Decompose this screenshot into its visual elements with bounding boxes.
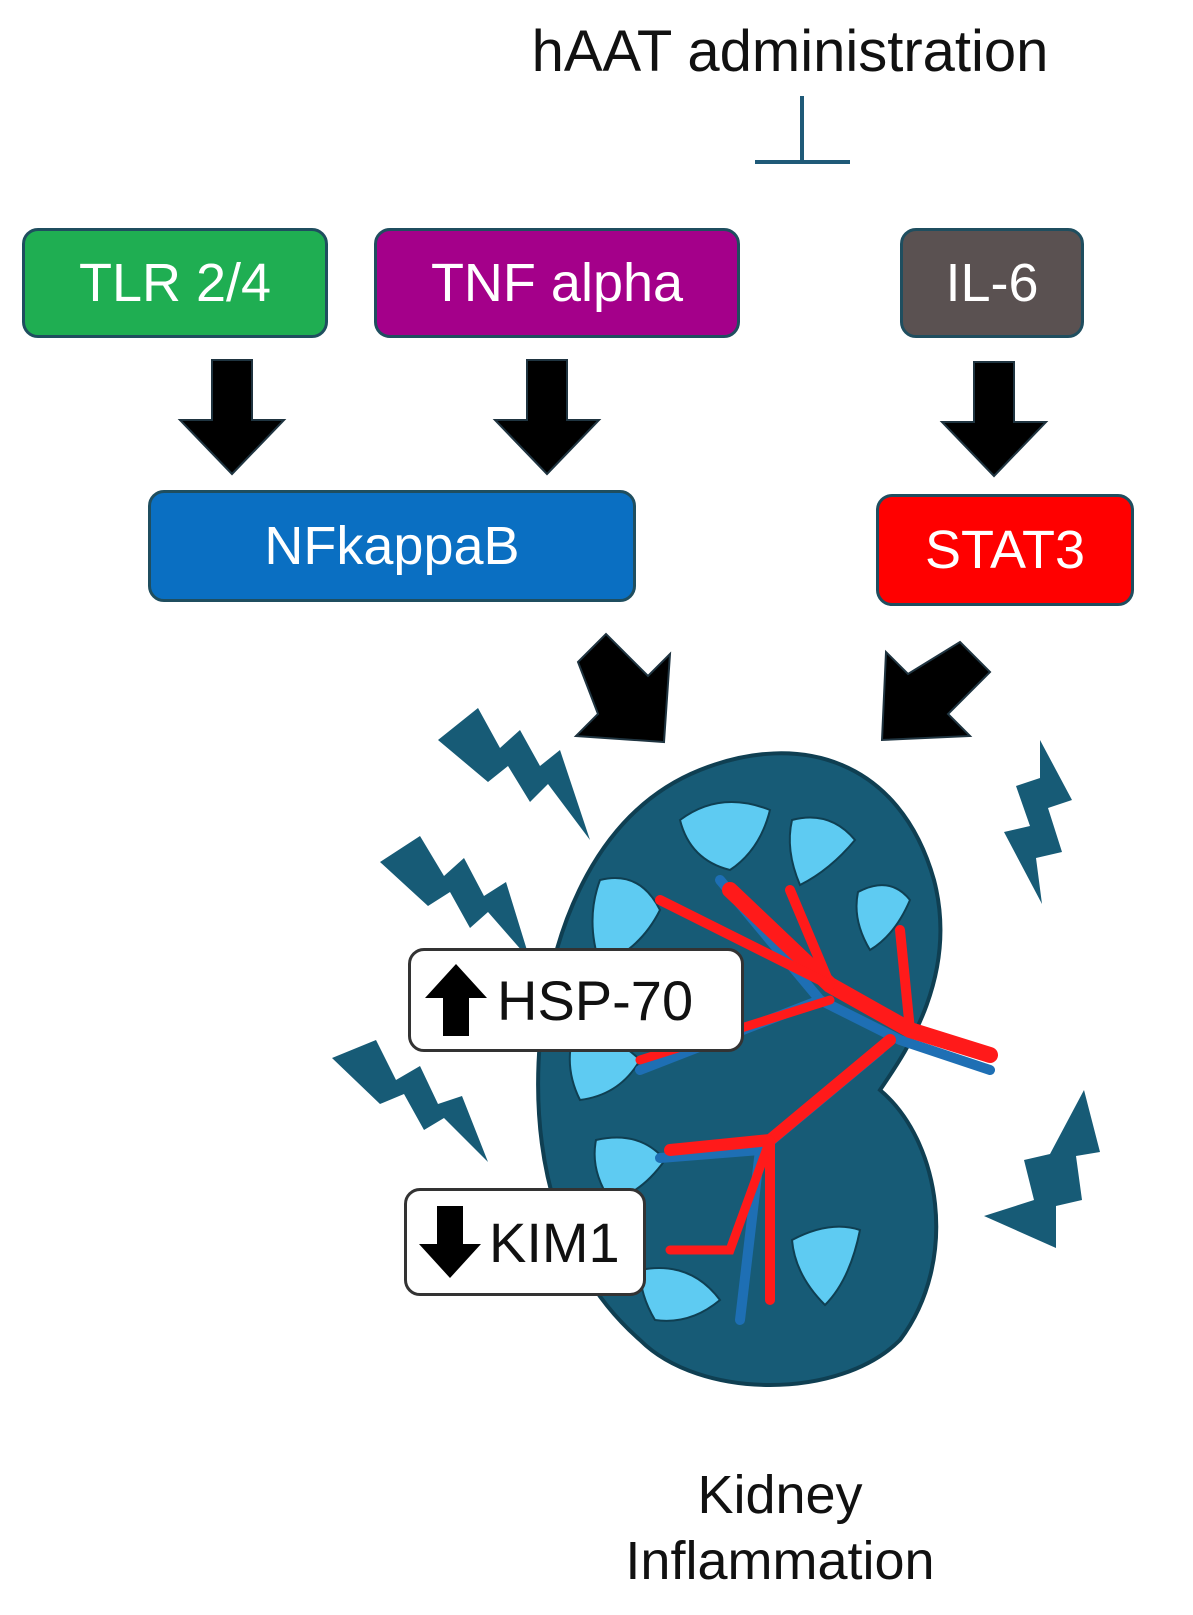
lightning-bolts — [332, 708, 1100, 1248]
kim1-label: KIM1 — [489, 1210, 620, 1274]
tlr-label: TLR 2/4 — [78, 253, 272, 313]
down-arrow-icon — [419, 1206, 481, 1278]
tnf-label: TNF alpha — [430, 253, 684, 313]
lightning-icon — [438, 708, 590, 840]
nfkb-label: NFkappaB — [264, 516, 520, 576]
lightning-icon — [332, 1040, 488, 1162]
lightning-icon — [380, 836, 530, 960]
hAAT-title: hAAT administration — [531, 19, 1049, 84]
kim1-marker: KIM1 — [404, 1188, 646, 1296]
tnf-node: TNF alpha — [374, 228, 740, 338]
hsp70-marker: HSP-70 — [408, 948, 744, 1052]
kidney-caption: Kidney Inflammation — [590, 1462, 970, 1594]
hsp70-label: HSP-70 — [497, 968, 694, 1032]
nfkb-node: NFkappaB — [148, 490, 636, 602]
stat3-node: STAT3 — [876, 494, 1134, 606]
tlr-node: TLR 2/4 — [22, 228, 328, 338]
arrow-nfkb-kidney — [573, 632, 672, 744]
stat3-label: STAT3 — [924, 520, 1086, 580]
renal-pyramids — [568, 801, 912, 1322]
arrow-stat3-kidney — [880, 640, 992, 742]
il6-label: IL-6 — [945, 253, 1039, 313]
caption-line-2: Inflammation — [625, 1531, 935, 1591]
arrow-tnf-nfkb — [492, 359, 602, 476]
arrow-il6-stat3 — [939, 361, 1049, 478]
caption-line-1: Kidney — [697, 1465, 863, 1525]
il6-node: IL-6 — [900, 228, 1084, 338]
lightning-icon — [984, 1090, 1100, 1248]
lightning-icon — [1004, 740, 1072, 904]
up-arrow-icon — [425, 964, 487, 1036]
arteries — [635, 882, 998, 1305]
arrow-tlr-nfkb — [177, 359, 287, 476]
